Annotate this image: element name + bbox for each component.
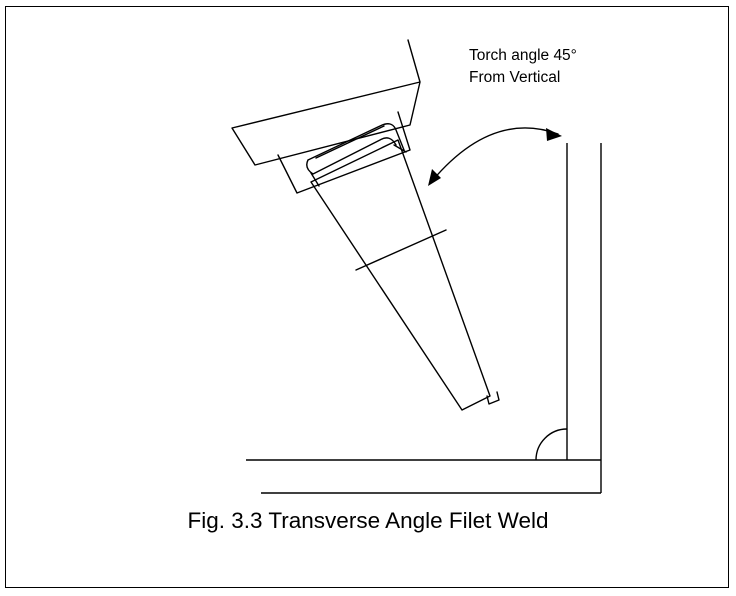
torch-angle-annotation: Torch angle 45° From Vertical — [469, 45, 577, 89]
torch-housing — [231, 39, 421, 166]
torch-nozzle-holder — [277, 111, 411, 194]
torch-tip — [486, 391, 500, 405]
angle-arc — [535, 428, 568, 461]
figure-caption: Fig. 3.3 Transverse Angle Filet Weld — [187, 508, 549, 533]
horizontal-plate — [246, 459, 602, 494]
torch-tube — [310, 139, 491, 411]
annotation-line-2: From Vertical — [469, 69, 561, 86]
arrow-head-left — [428, 169, 441, 186]
annotation-line-1: Torch angle 45° — [469, 47, 577, 64]
figure-frame — [5, 6, 729, 588]
vertical-plate — [566, 143, 602, 460]
angle-arrow — [431, 127, 559, 182]
arrow-head-right — [546, 128, 562, 141]
